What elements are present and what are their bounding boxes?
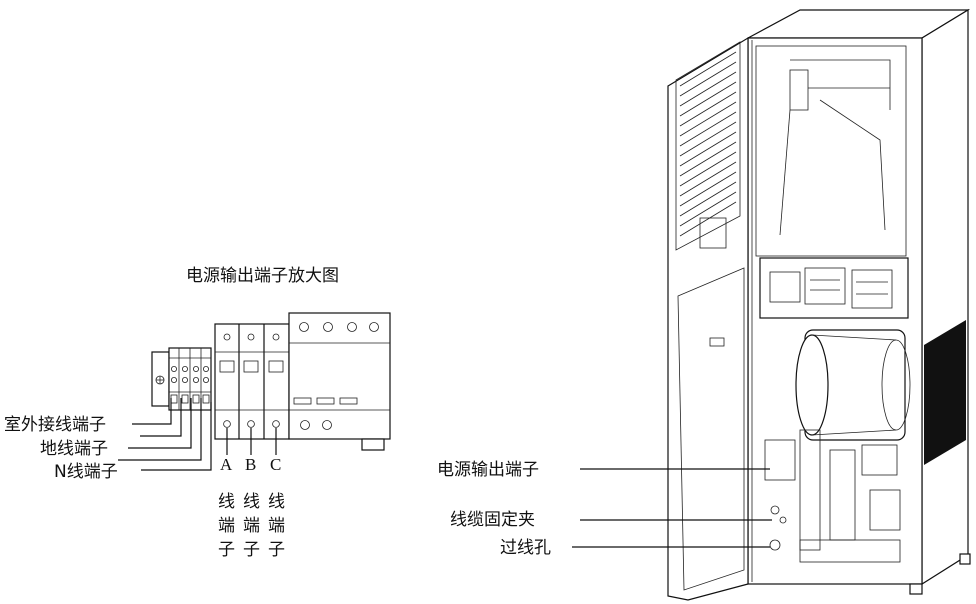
svg-text:线: 线 — [218, 492, 235, 512]
detail-title: 电源输出端子放大图 — [186, 266, 339, 286]
svg-text:线: 线 — [243, 492, 260, 512]
svg-text:B: B — [245, 455, 256, 474]
svg-text:子: 子 — [218, 540, 235, 560]
svg-text:端: 端 — [268, 516, 285, 536]
svg-text:子: 子 — [243, 540, 260, 560]
svg-text:子: 子 — [268, 540, 285, 560]
svg-text:端: 端 — [218, 516, 235, 536]
cabinet-illustration — [667, 8, 971, 601]
cable-clamp-label: 线缆固定夹 — [450, 510, 535, 530]
svg-text:线: 线 — [268, 492, 285, 512]
terminal-block-detail — [118, 312, 391, 471]
power-module — [288, 312, 391, 451]
svg-text:A: A — [220, 455, 233, 474]
phase-a-label: A 线 端 子 — [218, 455, 235, 560]
phase-b-label: B 线 端 子 — [243, 455, 260, 560]
phase-c-label: C 线 端 子 — [268, 455, 285, 560]
outdoor-terminal-label: 室外接线端子 — [4, 415, 106, 435]
svg-text:端: 端 — [243, 516, 260, 536]
small-terminal-strip — [168, 347, 212, 411]
ground-terminal-label: 地线端子 — [40, 439, 108, 459]
svg-text:C: C — [270, 455, 281, 474]
phase-breaker-block — [214, 323, 290, 440]
power-output-terminal-label: 电源输出端子 — [437, 460, 539, 480]
door-louvers — [679, 51, 737, 237]
n-terminal-label: N线端子 — [54, 462, 118, 482]
wire-hole-label: 过线孔 — [500, 538, 551, 558]
